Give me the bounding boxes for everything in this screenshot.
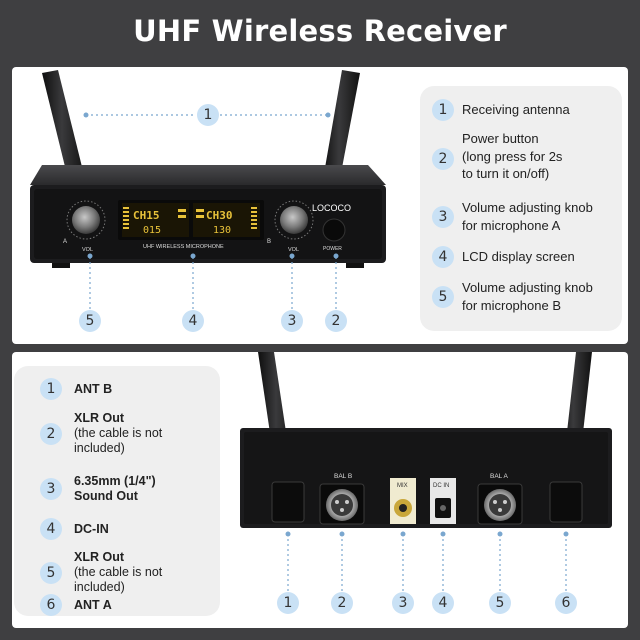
marker-sound-out: 3 xyxy=(392,592,414,614)
back-view-panel: BAL B MIX DC IN BAL A xyxy=(12,352,628,628)
back-callout-1: 1 ANT B xyxy=(40,378,112,400)
callout-badge: 1 xyxy=(40,378,62,400)
lcd-value-a: 015 xyxy=(143,225,161,236)
callout-badge: 6 xyxy=(40,594,62,616)
callout-text: XLR Out xyxy=(74,411,124,425)
callout-badge: 4 xyxy=(40,518,62,540)
front-view-panel: CH15 CH30 015 130 UHF WIRELESS MICROPHON… xyxy=(12,67,628,344)
marker-knob-a: 3 xyxy=(281,310,303,332)
callout-text: Volume adjusting knob xyxy=(462,200,593,215)
callout-badge: 3 xyxy=(432,205,454,228)
lcd-channel-b: CH30 xyxy=(206,209,233,222)
callout-badge: 4 xyxy=(432,246,454,268)
port-label-dc-in: DC IN xyxy=(433,483,449,489)
antenna-right xyxy=(322,70,360,189)
receiver-front: CH15 CH30 015 130 UHF WIRELESS MICROPHON… xyxy=(30,165,386,268)
side-label-a: A xyxy=(63,239,67,245)
callout-badge: 2 xyxy=(40,422,62,445)
marker-power: 2 xyxy=(325,310,347,332)
front-callout-4: 4 LCD display screen xyxy=(432,246,575,268)
marker-knob-b: 5 xyxy=(79,310,101,332)
callout-text: DC-IN xyxy=(74,521,109,536)
leader-lines-back xyxy=(287,534,567,592)
power-button[interactable] xyxy=(322,218,346,242)
back-device-illustration: BAL B MIX DC IN BAL A xyxy=(240,352,612,592)
callout-sub: (the cable is not xyxy=(74,565,163,579)
front-callout-2: 2 Power button (long press for 2s to tur… xyxy=(432,130,562,183)
callout-sub: to turn it on/off) xyxy=(462,166,550,181)
lcd-channel-a: CH15 xyxy=(133,209,160,222)
xlr-out-b[interactable] xyxy=(319,483,365,525)
antenna-left xyxy=(42,70,86,187)
callout-sub: (the cable is not xyxy=(74,426,163,440)
volume-knob-b[interactable] xyxy=(274,200,314,240)
callout-sub: (long press for 2s xyxy=(462,148,563,164)
callout-text: Volume adjusting knob xyxy=(462,280,593,295)
callout-badge: 3 xyxy=(40,478,62,500)
callout-sub: included) xyxy=(74,441,125,455)
front-callout-3: 3 Volume adjusting knob for microphone A xyxy=(432,199,593,234)
callout-sub: included) xyxy=(74,580,125,594)
model-label: UHF WIRELESS MICROPHONE xyxy=(143,244,224,250)
marker-xlr-b: 2 xyxy=(331,592,353,614)
callout-text: LCD display screen xyxy=(462,249,575,265)
volume-knob-a[interactable] xyxy=(66,200,106,240)
callout-text: Power button xyxy=(462,131,539,146)
receiver-back: BAL B MIX DC IN BAL A xyxy=(240,428,612,528)
back-callout-2: 2 XLR Out (the cable is not included) xyxy=(40,411,162,456)
callout-badge: 1 xyxy=(432,99,454,121)
lcd-display: CH15 CH30 015 130 xyxy=(118,200,264,240)
callout-sub: Sound Out xyxy=(74,489,138,503)
dc-in-jack[interactable] xyxy=(430,478,456,524)
marker-ant-b: 1 xyxy=(277,592,299,614)
back-callout-6: 6 ANT A xyxy=(40,594,112,616)
page-title: UHF Wireless Receiver xyxy=(133,14,507,48)
back-callout-list: 1 ANT B 2 XLR Out (the cable is not incl… xyxy=(14,366,220,616)
callout-sub: for microphone B xyxy=(462,297,561,313)
callout-text: ANT A xyxy=(74,597,112,612)
callout-text: ANT B xyxy=(74,381,113,396)
leader-lines-front xyxy=(86,114,337,310)
callout-text: Receiving antenna xyxy=(462,102,570,118)
front-callout-list: 1 Receiving antenna 2 Power button (long… xyxy=(420,86,622,331)
side-label-b: B xyxy=(267,239,271,245)
front-callout-1: 1 Receiving antenna xyxy=(432,99,570,121)
marker-ant-a: 6 xyxy=(555,592,577,614)
callout-text: 6.35mm (1/4") xyxy=(74,474,156,488)
callout-badge: 5 xyxy=(432,285,454,308)
port-label-bal-b: BAL B xyxy=(334,473,352,480)
back-callout-3: 3 6.35mm (1/4") Sound Out xyxy=(40,474,156,504)
marker-dc-in: 4 xyxy=(432,592,454,614)
front-callout-5: 5 Volume adjusting knob for microphone B xyxy=(432,279,593,314)
marker-lcd: 4 xyxy=(182,310,204,332)
back-callout-4: 4 DC-IN xyxy=(40,518,109,540)
callout-text: XLR Out xyxy=(74,550,124,564)
front-device-illustration: CH15 CH30 015 130 UHF WIRELESS MICROPHON… xyxy=(30,70,386,310)
callout-sub: for microphone A xyxy=(462,217,561,233)
callout-badge: 2 xyxy=(432,148,454,170)
sound-out-jack[interactable] xyxy=(390,478,416,524)
brand-logo: LOCOCO xyxy=(312,203,351,213)
marker-antenna: 1 xyxy=(197,104,219,126)
back-callout-5: 5 XLR Out (the cable is not included) xyxy=(40,550,162,595)
port-label-mix: MIX xyxy=(397,483,408,489)
port-label-bal-a: BAL A xyxy=(490,473,508,480)
xlr-out-a[interactable] xyxy=(477,483,523,525)
vol-label-a: VOL xyxy=(82,247,93,253)
power-label: POWER xyxy=(323,246,342,252)
vol-label-b: VOL xyxy=(288,247,299,253)
lcd-value-b: 130 xyxy=(213,225,231,236)
callout-badge: 5 xyxy=(40,561,62,584)
marker-xlr-a: 5 xyxy=(489,592,511,614)
